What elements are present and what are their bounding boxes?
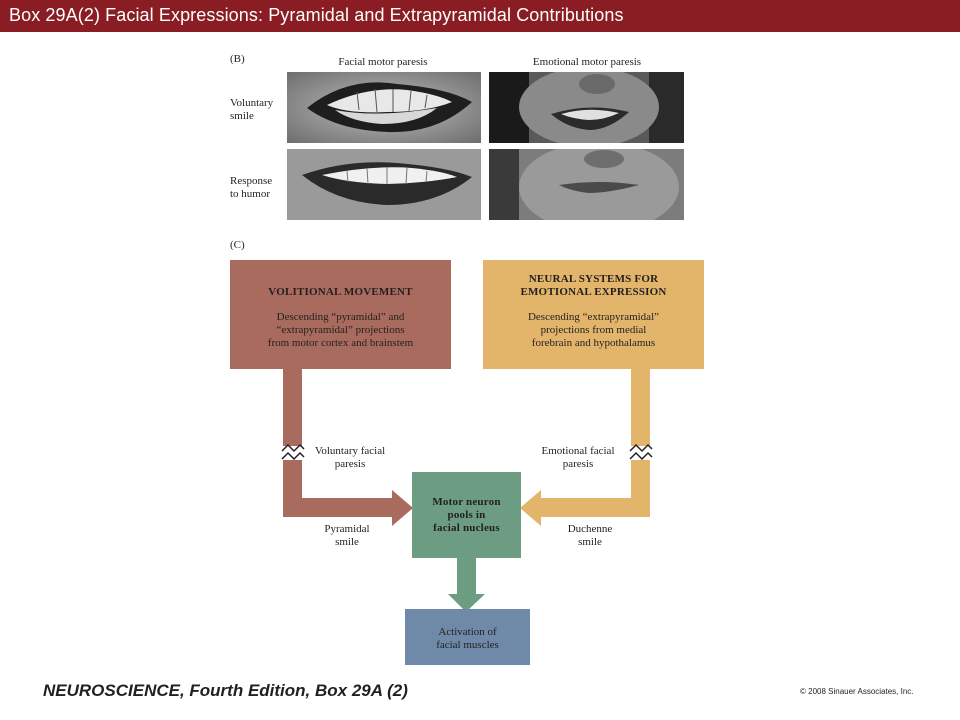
emotional-lesion-mark (628, 443, 653, 461)
activation-text-line: facial muscles (436, 639, 499, 651)
emotional-title-line: EMOTIONAL EXPRESSION (520, 286, 667, 298)
column-heading-emotional: Emotional motor paresis (532, 56, 642, 68)
activation-facial-muscles-box: Activation of facial muscles (405, 609, 530, 665)
book-citation: NEUROSCIENCE, Fourth Edition, Box 29A (2… (43, 681, 408, 700)
photo-emotional-voluntary-smile (489, 72, 684, 143)
row-label-line: smile (230, 110, 254, 122)
volitional-text-line: Descending “pyramidal” and (276, 311, 405, 323)
output-arrowhead (448, 594, 485, 612)
emotional-title-line: NEURAL SYSTEMS FOR (528, 273, 659, 285)
emotional-pathway (631, 369, 650, 517)
voluntary-pathway (283, 369, 302, 517)
row-label-voluntary: Voluntary smile (230, 97, 273, 123)
output-pathway (457, 557, 476, 595)
photo-emotional-humor-response (489, 149, 684, 220)
title-bar: Box 29A(2) Facial Expressions: Pyramidal… (0, 0, 960, 32)
duchenne-smile-label: Duchenne smile (550, 523, 630, 549)
motor-text-line: Motor neuron (432, 496, 501, 508)
activation-text-line: Activation of (438, 626, 497, 638)
label-line: Duchenne (567, 523, 613, 535)
motor-text-line: pools in (447, 509, 486, 521)
row-label-humor: Response to humor (230, 175, 272, 201)
label-line: paresis (334, 458, 366, 470)
row-label-line: Response (230, 175, 273, 187)
panel-c-label: (C) (230, 239, 245, 251)
volitional-title: VOLITIONAL MOVEMENT (268, 286, 413, 298)
row-label-line: Voluntary (230, 97, 274, 109)
panel-b-label: (B) (230, 53, 245, 65)
motor-text-line: facial nucleus (433, 522, 500, 534)
column-heading-facial: Facial motor paresis (338, 56, 428, 68)
label-line: smile (578, 536, 602, 548)
label-line: Emotional facial (541, 445, 615, 457)
volitional-text-line: “extrapyramidal” projections (276, 324, 405, 336)
label-line: paresis (562, 458, 594, 470)
slide-title: Box 29A(2) Facial Expressions: Pyramidal… (9, 5, 624, 25)
photo-facial-humor-response (287, 149, 481, 220)
voluntary-lesion-mark (280, 443, 305, 461)
emotional-facial-paresis-label: Emotional facial paresis (528, 445, 628, 471)
emotional-text-line: forebrain and hypothalamus (531, 337, 656, 349)
emotional-arrowhead (520, 490, 541, 526)
emotional-text-line: Descending “extrapyramidal” (527, 311, 660, 323)
volitional-text-line: from motor cortex and brainstem (267, 337, 414, 349)
emotional-text-line: projections from medial (540, 324, 647, 336)
row-label-line: to humor (230, 188, 271, 200)
label-line: Pyramidal (324, 523, 370, 535)
label-line: smile (335, 536, 359, 548)
voluntary-arrowhead (392, 490, 413, 526)
emotional-expression-box: NEURAL SYSTEMS FOR EMOTIONAL EXPRESSION … (483, 260, 704, 369)
voluntary-facial-paresis-label: Voluntary facial paresis (300, 445, 400, 471)
copyright-notice: © 2008 Sinauer Associates, Inc. (800, 687, 914, 696)
photo-facial-voluntary-smile (287, 72, 481, 143)
volitional-movement-box: VOLITIONAL MOVEMENT Descending “pyramida… (230, 260, 451, 369)
pyramidal-smile-label: Pyramidal smile (307, 523, 387, 549)
motor-neuron-pools-box: Motor neuron pools in facial nucleus (412, 472, 521, 558)
label-line: Voluntary facial (314, 445, 386, 457)
